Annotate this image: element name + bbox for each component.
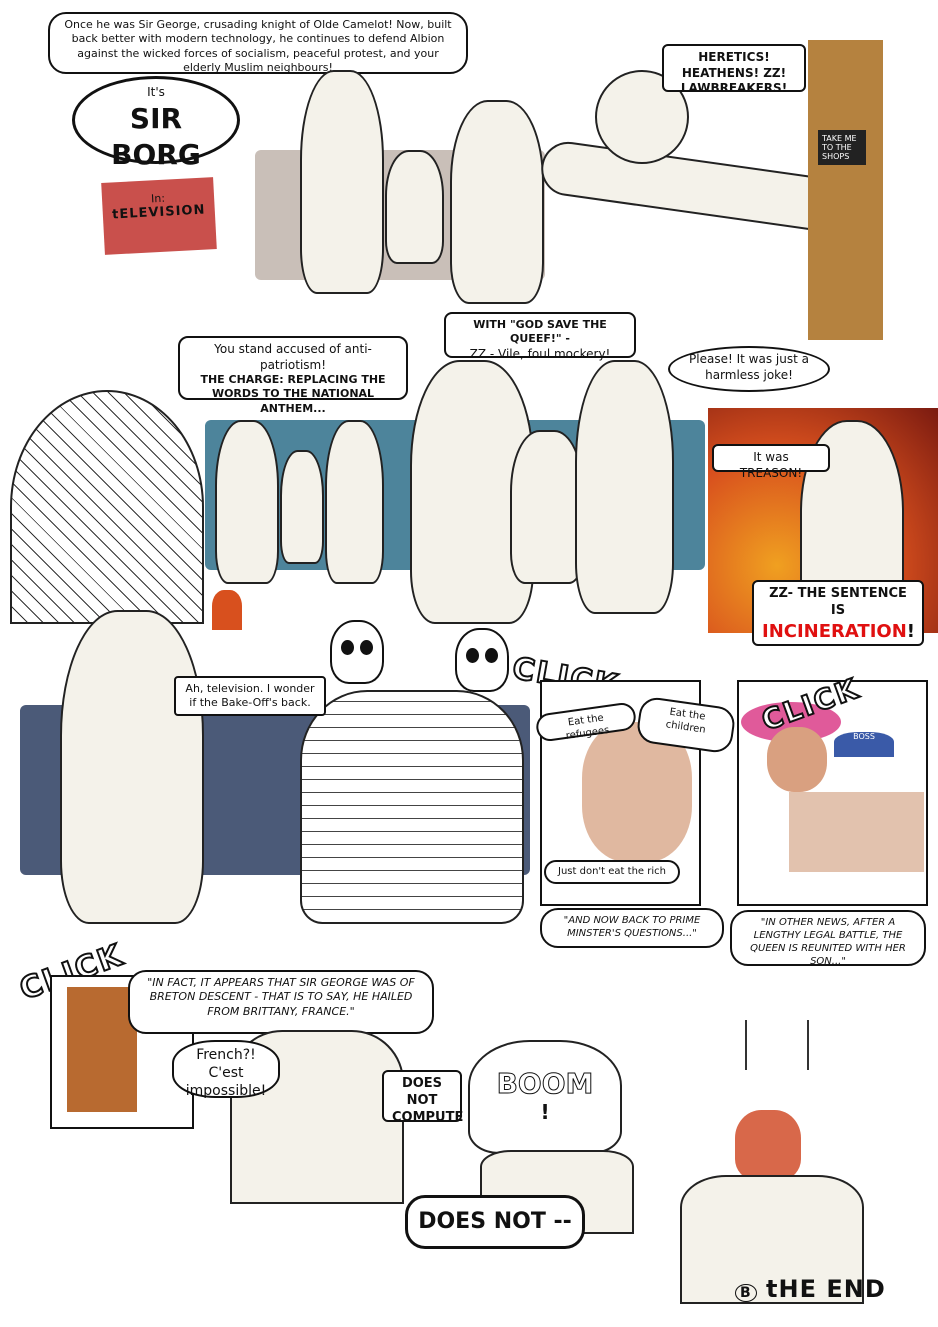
sentence-bubble: ZZ- THE SENTENCE IS INCINERATION! (752, 580, 924, 646)
artist-initial: B (735, 1284, 757, 1302)
boom-explosion: BOOM ! (468, 1040, 622, 1154)
tv-panel-2: BOSS (737, 680, 928, 906)
skull-1 (330, 620, 384, 684)
does-not-text: DOES NOT -- (418, 1209, 572, 1234)
borg-back-figure (10, 390, 204, 624)
child-figure-2 (510, 430, 584, 584)
queef-text: WITH "GOD SAVE THE QUEEF!" - (473, 318, 607, 346)
tv-text: Ah, television. I wonder if the Bake-Off… (185, 682, 315, 710)
treason-bubble: It was TREASON! (712, 444, 830, 480)
borg-bubble-1: Heretics! Heathens! ZZ! LAWBREAKERS! (662, 44, 806, 96)
french-bubble: French?! C'est impossible! (172, 1040, 280, 1100)
caption-pmq: "AND NOW BACK TO PRIME MINSTER'S QUESTIO… (540, 908, 724, 948)
son-photo (789, 792, 924, 872)
plea-bubble: Please! It was just a harmless joke! (668, 346, 830, 392)
borg-sitting-figure (60, 610, 204, 924)
breton-painting (67, 987, 137, 1112)
door-photo: TAKE ME TO THE SHOPS (808, 40, 883, 340)
man-figure-2 (575, 360, 674, 614)
caption-breton: "IN FACT, IT APPEARS THAT SIR GEORGE WAS… (128, 970, 434, 1034)
door-sign: TAKE ME TO THE SHOPS (818, 130, 866, 165)
queen-face (767, 727, 827, 792)
skeletons (300, 690, 524, 924)
small-child-figure (280, 450, 324, 564)
compute-text: DOES NOT COMPUTE (392, 1076, 464, 1125)
accuse-bubble: You stand accused of anti-patriotism! TH… (178, 336, 408, 415)
title-name: SIR BORG (111, 101, 201, 171)
woman-figure (300, 70, 384, 294)
the-end: B tHE END (735, 1275, 886, 1303)
television-logo: In: tELEVISION (101, 177, 217, 255)
narration-text: Once he was Sir George, crusading knight… (64, 18, 452, 74)
does-not-bubble: DOES NOT -- (405, 1195, 585, 1249)
sentence-text: ZZ- THE SENTENCE IS (769, 586, 907, 618)
compute-bubble: DOES NOT COMPUTE (382, 1070, 464, 1125)
mockery-text: ZZ - Vile, foul mockery! (469, 346, 611, 361)
the-end-text: tHE END (766, 1275, 886, 1303)
child-figure (385, 150, 444, 264)
tv-bubble: Ah, television. I wonder if the Bake-Off… (174, 676, 326, 716)
boom-text: BOOM (496, 1067, 594, 1101)
french-text: French?! C'est impossible! (185, 1047, 267, 1100)
caption-queen-text: "IN OTHER NEWS, AFTER A LENGTHY LEGAL BA… (750, 917, 906, 967)
small-woman-figure (215, 420, 279, 584)
eat-rich-text: Just don't eat the rich (558, 866, 666, 877)
queef-bubble: WITH "GOD SAVE THE QUEEF!" - ZZ - Vile, … (444, 312, 636, 361)
boom-bang: ! (540, 1100, 550, 1124)
caption-queen: "IN OTHER NEWS, AFTER A LENGTHY LEGAL BA… (730, 910, 926, 967)
caption-breton-text: "IN FACT, IT APPEARS THAT SIR GEORGE WAS… (147, 976, 415, 1018)
borg-text-1: Heretics! Heathens! ZZ! LAWBREAKERS! (680, 50, 788, 96)
ham-head (735, 1110, 801, 1180)
accuse-text: You stand accused of anti-patriotism! (214, 342, 372, 372)
plea-text: Please! It was just a harmless joke! (689, 352, 809, 382)
charge-text: THE CHARGE: REPLACING THE WORDS TO THE N… (200, 373, 386, 415)
narration-bubble: Once he was Sir George, crusading knight… (48, 12, 468, 74)
man-figure (450, 100, 544, 304)
treason-text: It was TREASON! (739, 450, 803, 480)
eat-children-text: Eat the children (665, 706, 707, 736)
caption-pmq-text: "AND NOW BACK TO PRIME MINSTER'S QUESTIO… (563, 915, 701, 939)
bang-text: ! (906, 620, 915, 642)
steam-lines (745, 1020, 809, 1070)
eat-rich-bubble: Just don't eat the rich (544, 860, 680, 884)
title-its: It's (147, 85, 165, 99)
flaming-torch (212, 590, 242, 630)
ham-figure (680, 1175, 864, 1304)
boss-cap: BOSS (834, 732, 894, 757)
title-bubble: It's SIR BORG (72, 76, 240, 171)
skull-2 (455, 628, 509, 692)
small-man-figure (325, 420, 384, 584)
eat-refugees-text: Eat the refugees (565, 712, 611, 742)
incineration-text: INCINERATION (762, 620, 907, 642)
